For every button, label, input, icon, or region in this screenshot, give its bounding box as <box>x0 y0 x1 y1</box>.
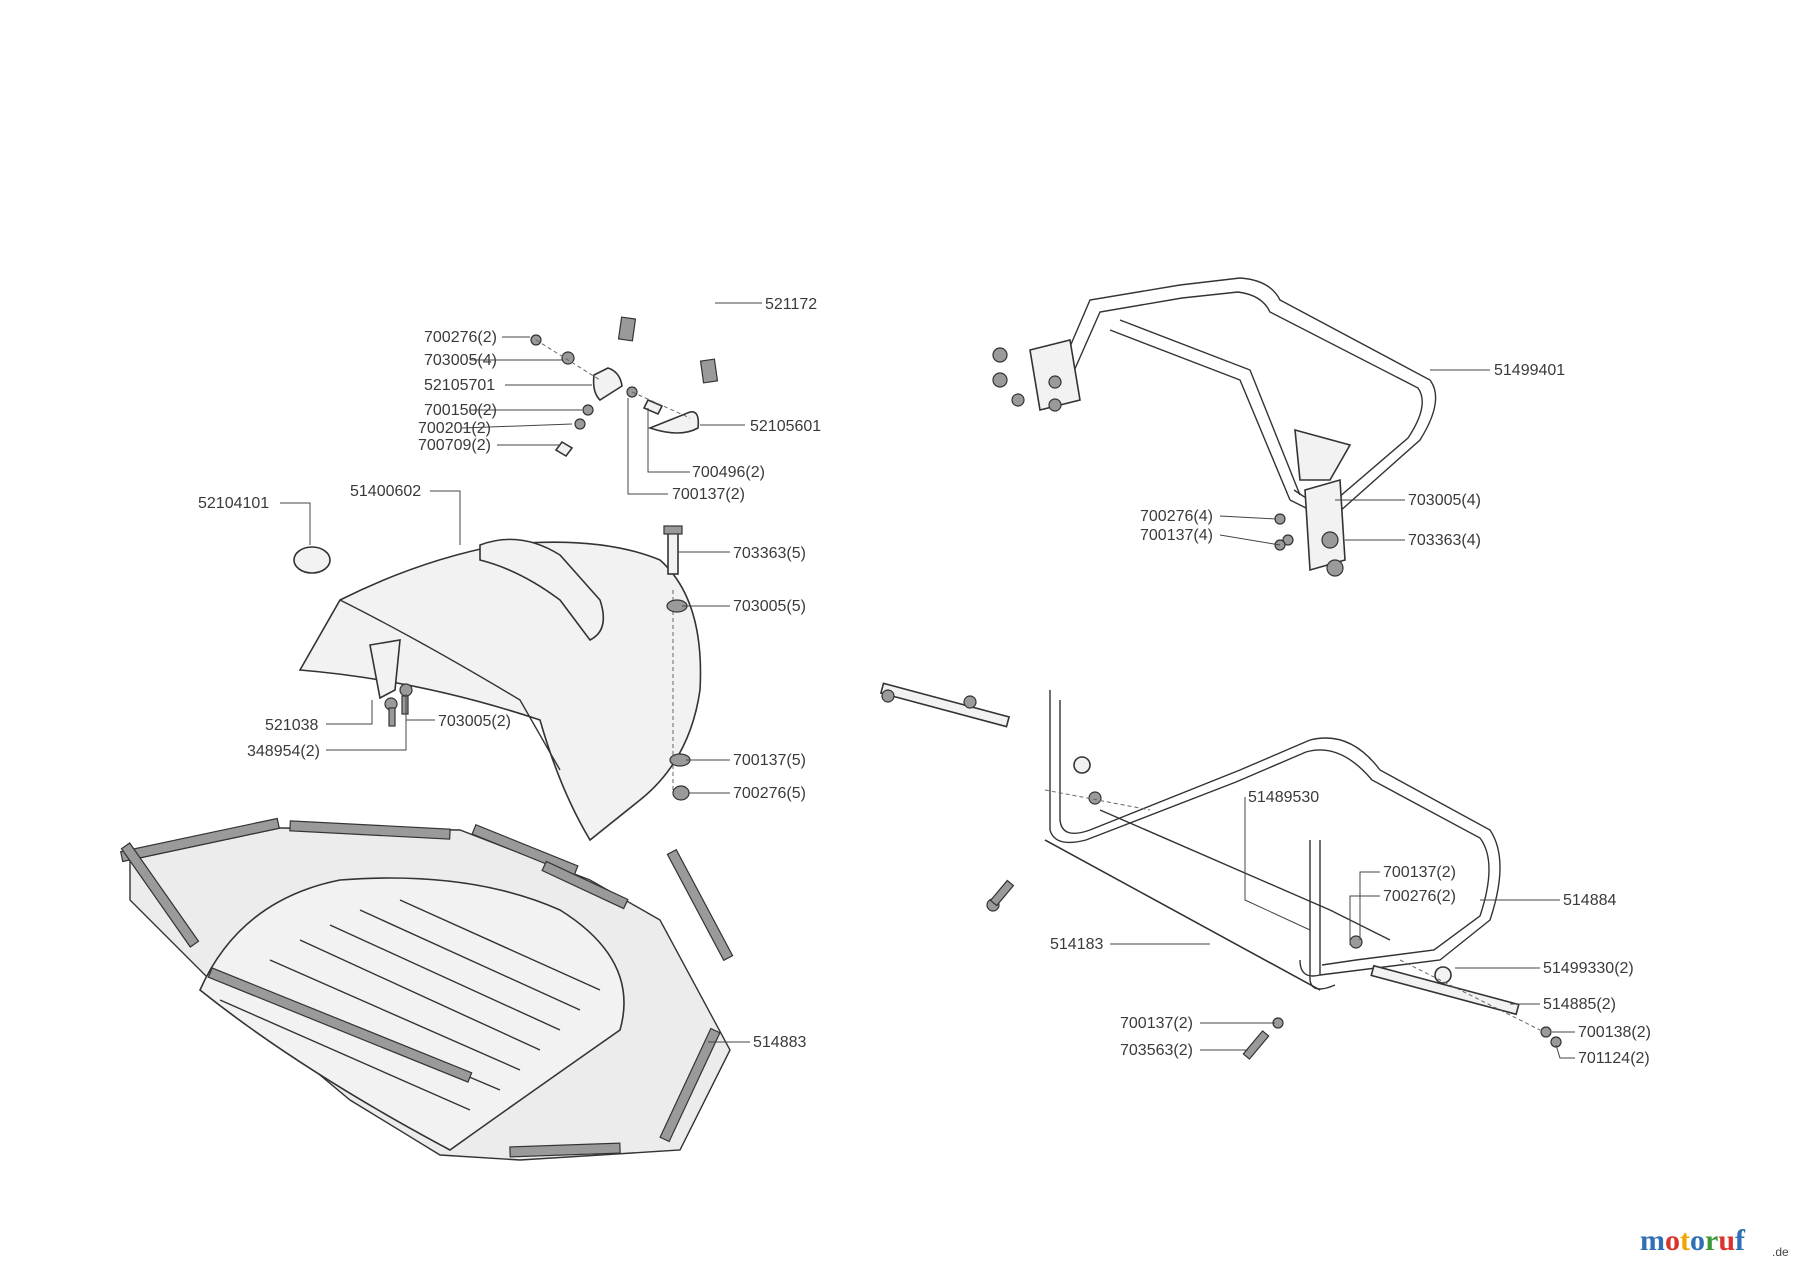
logo-suffix: .de <box>1772 1245 1789 1259</box>
label-703005-2: 703005(2) <box>438 713 511 730</box>
label-52105601: 52105601 <box>750 418 821 435</box>
label-521172: 521172 <box>765 296 817 313</box>
label-700276-4: 700276(4) <box>1140 508 1213 525</box>
label-700496-2: 700496(2) <box>692 464 765 481</box>
label-514883: 514883 <box>753 1034 806 1051</box>
label-514884: 514884 <box>1563 892 1616 909</box>
label-700276-5: 700276(5) <box>733 785 806 802</box>
handle-bracket-assembly <box>530 289 720 458</box>
label-700709-2: 700709(2) <box>418 437 491 454</box>
label-700137-2c: 700137(2) <box>1120 1015 1193 1032</box>
label-700201-2: 700201(2) <box>418 420 491 437</box>
label-51499401: 51499401 <box>1494 362 1565 379</box>
label-703563-2: 703563(2) <box>1120 1042 1193 1059</box>
label-700137-2a: 700137(2) <box>672 486 745 503</box>
label-52104101: 52104101 <box>198 495 269 512</box>
label-700276-2a: 700276(2) <box>424 329 497 346</box>
hood-assembly <box>293 525 702 842</box>
label-703363-5: 703363(5) <box>733 545 806 562</box>
label-703005-4a: 703005(4) <box>424 352 497 369</box>
upper-frame <box>992 277 1437 577</box>
label-700137-4: 700137(4) <box>1140 527 1213 544</box>
label-700137-5: 700137(5) <box>733 752 806 769</box>
label-514885-2: 514885(2) <box>1543 996 1616 1013</box>
label-52105701: 52105701 <box>424 377 495 394</box>
label-703005-4b: 703005(4) <box>1408 492 1481 509</box>
label-348954-2: 348954(2) <box>247 743 320 760</box>
label-521038: 521038 <box>265 717 318 734</box>
lower-frame <box>879 682 1562 1060</box>
label-514183: 514183 <box>1050 936 1103 953</box>
label-51489530: 51489530 <box>1248 789 1319 806</box>
label-701124-2: 701124(2) <box>1578 1050 1650 1067</box>
label-703005-5: 703005(5) <box>733 598 806 615</box>
label-700150-2: 700150(2) <box>424 402 497 419</box>
motoruf-logo: motoruf .de <box>1640 1224 1789 1259</box>
label-700138-2: 700138(2) <box>1578 1024 1651 1041</box>
label-51499330-2: 51499330(2) <box>1543 960 1634 977</box>
logo-text: motoruf <box>1640 1224 1746 1257</box>
leader-lines <box>280 302 1575 1059</box>
label-700137-2b: 700137(2) <box>1383 864 1456 881</box>
label-51400602: 51400602 <box>350 483 421 500</box>
label-703363-4: 703363(4) <box>1408 532 1481 549</box>
label-700276-2b: 700276(2) <box>1383 888 1456 905</box>
catcher-bag <box>119 817 734 1161</box>
part-labels: 521172 700276(2) 703005(4) 52105701 7001… <box>198 296 1651 1067</box>
